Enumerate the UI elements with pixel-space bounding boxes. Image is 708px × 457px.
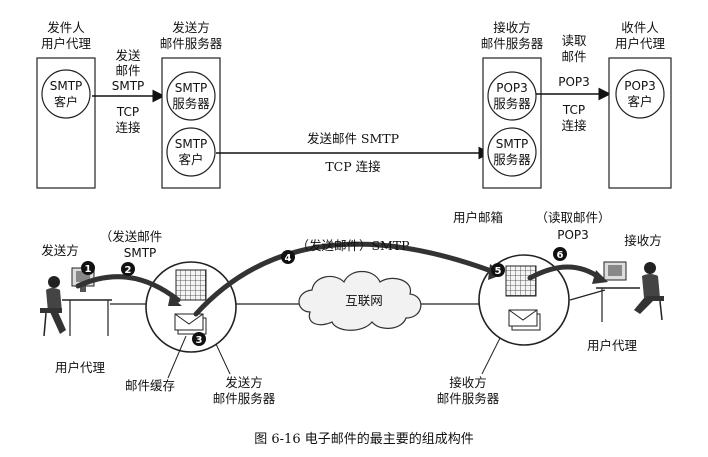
svg-text:3: 3 <box>196 335 203 346</box>
step-2-marker: 2 <box>121 262 135 276</box>
internet-label: 互联网 <box>345 293 383 308</box>
user-mailbox-grid-icon <box>505 265 537 297</box>
sender-server-bottom-label-1: 发送方 <box>225 375 263 390</box>
middle-arrow-top-label: 发送邮件 SMTP <box>307 131 399 146</box>
receiver-ua-circle-1: POP3 <box>624 79 656 93</box>
tcp2-label-2: 连接 <box>561 118 587 133</box>
receiver-server-c2-2: 服务器 <box>493 152 531 167</box>
receiver-server-c1-1: POP3 <box>496 81 528 95</box>
sender-server-circle <box>145 261 237 353</box>
sender-server-c1-1: SMTP <box>175 81 208 95</box>
sender-server-bottom-label-2: 邮件服务器 <box>213 391 276 406</box>
send-mail-internet-label: （发送邮件）SMTP <box>296 238 409 253</box>
sender-server-c2-1: SMTP <box>175 137 208 151</box>
receiver-label: 接收方 <box>624 233 662 248</box>
sender-ua-title-1: 发件人 <box>47 20 85 35</box>
sender-label: 发送方 <box>41 243 79 258</box>
sender-user-agent: 发件人 用户代理 SMTP 客户 <box>36 20 96 189</box>
arrow-step4 <box>193 241 497 317</box>
sender-ua-circle-2: 客户 <box>54 94 78 109</box>
step-4-marker: 4 <box>281 250 295 264</box>
svg-text:2: 2 <box>125 265 132 276</box>
receiver-server-bottom-label-2: 邮件服务器 <box>437 391 500 406</box>
mail-buffer-envelopes-icon <box>174 313 207 335</box>
step-1-marker: 1 <box>81 261 95 275</box>
read-mail-paren-label: （读取邮件） <box>535 210 610 225</box>
arrow-step6 <box>527 264 603 281</box>
receiver-ua-circle-2: 客户 <box>627 94 652 109</box>
svg-text:1: 1 <box>85 264 92 275</box>
mailbox-label: 用户邮箱 <box>453 210 503 225</box>
internet-cloud-icon <box>298 270 422 331</box>
sender-mail-server: 发送方 邮件服务器 SMTP 服务器 SMTP 客户 <box>160 20 223 189</box>
svg-text:6: 6 <box>557 250 564 261</box>
tcp-label-1: TCP <box>116 105 139 119</box>
receiver-server-bottom-label-1: 接收方 <box>449 375 487 390</box>
send-mail-paren-label: （发送邮件 <box>100 229 163 244</box>
read-label-3: POP3 <box>558 75 590 89</box>
receiver-ua-title-2: 用户代理 <box>615 36 666 51</box>
sender-queue-grid-icon <box>175 269 207 301</box>
sender-server-title-2: 邮件服务器 <box>160 36 223 51</box>
step-5-marker: 5 <box>491 263 505 277</box>
smtp-client-circle <box>41 69 91 119</box>
sender-ua-circle-1: SMTP <box>50 79 83 93</box>
send-label-2: 邮件 <box>115 63 140 78</box>
arrow-step2 <box>75 274 181 303</box>
middle-arrow-bottom-label: TCP 连接 <box>325 159 381 174</box>
sender-server-c2-2: 客户 <box>178 152 203 167</box>
send-label-3: SMTP <box>112 79 145 93</box>
sender-ua-title-2: 用户代理 <box>41 36 92 51</box>
receiver-envelopes-icon <box>508 309 541 331</box>
read-label-2: 邮件 <box>561 49 586 64</box>
step-6-marker: 6 <box>553 247 567 261</box>
send-mail-smtp-label: SMTP <box>124 246 157 260</box>
svg-text:4: 4 <box>285 253 292 264</box>
sender-server-c1-2: 服务器 <box>172 96 210 111</box>
receiver-server-circle <box>478 254 570 346</box>
user-agent-left-label: 用户代理 <box>55 360 106 375</box>
receiver-person-illustration <box>596 261 664 322</box>
receiver-server-c2-1: SMTP <box>496 137 529 151</box>
svg-text:5: 5 <box>495 266 502 277</box>
user-agent-right-label: 用户代理 <box>587 338 638 353</box>
figure-caption: 图 6-16 电子邮件的最主要的组成构件 <box>254 431 473 447</box>
receiver-ua-title-1: 收件人 <box>621 20 659 35</box>
receiver-user-agent: 收件人 用户代理 POP3 客户 <box>608 20 672 189</box>
read-label-1: 读取 <box>561 33 587 48</box>
mail-buffer-label: 邮件缓存 <box>125 378 175 393</box>
send-label-1: 发送 <box>115 48 141 63</box>
read-pop3-label: POP3 <box>557 228 589 242</box>
receiver-server-c1-2: 服务器 <box>493 96 531 111</box>
receiver-server-title-1: 接收方 <box>493 20 531 35</box>
step-3-marker: 3 <box>192 332 206 346</box>
receiver-mail-server: 接收方 邮件服务器 POP3 服务器 SMTP 服务器 <box>481 20 544 189</box>
receiver-server-title-2: 邮件服务器 <box>481 36 544 51</box>
tcp2-label-1: TCP <box>562 103 585 117</box>
sender-server-title-1: 发送方 <box>172 20 210 35</box>
tcp-label-2: 连接 <box>115 120 141 135</box>
